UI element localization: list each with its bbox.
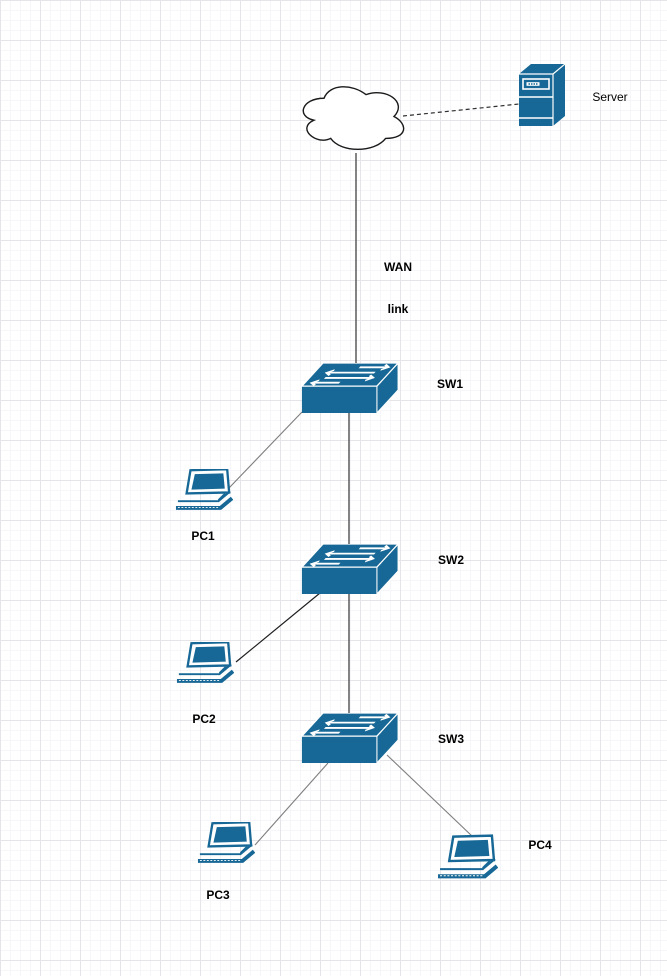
- pc2-label: PC2: [192, 712, 216, 726]
- pc1-label: PC1: [191, 529, 215, 543]
- node-pc4[interactable]: [437, 834, 498, 884]
- sw3-label: SW3: [437, 732, 464, 746]
- node-pc3[interactable]: [197, 822, 255, 867]
- laptop-icon: [438, 834, 498, 879]
- laptop-icon: [175, 469, 233, 510]
- server-icon: [519, 64, 565, 126]
- edge-sw2-pc2[interactable]: [235, 592, 321, 663]
- edge-sw3-pc4[interactable]: [386, 754, 474, 838]
- switch-icon: [300, 363, 399, 413]
- node-wan-cloud[interactable]: [296, 80, 408, 153]
- edge-sw3-pc3[interactable]: [254, 762, 329, 846]
- pc4-label: PC4: [528, 838, 552, 852]
- laptop-icon: [197, 822, 255, 863]
- node-switch-sw3[interactable]: [300, 713, 400, 763]
- edge-cloud-server[interactable]: [402, 103, 520, 117]
- laptop-icon: [176, 642, 234, 683]
- wan-link-label-line1: WAN: [384, 260, 412, 274]
- switch-icon: [300, 544, 399, 594]
- cloud-icon: [302, 86, 405, 150]
- node-pc2[interactable]: [176, 642, 234, 687]
- wan-link-label-line2: link: [387, 302, 409, 316]
- sw1-label: SW1: [436, 377, 463, 391]
- node-switch-sw2[interactable]: [300, 544, 400, 594]
- node-server[interactable]: [519, 64, 565, 126]
- node-switch-sw1[interactable]: [300, 363, 400, 413]
- switch-icon: [300, 713, 399, 763]
- sw2-label: SW2: [437, 553, 464, 567]
- wan-link-label: WAN link: [368, 232, 428, 344]
- edge-sw1-pc1[interactable]: [228, 411, 303, 489]
- pc3-label: PC3: [206, 888, 230, 902]
- server-label: Server: [592, 90, 628, 104]
- node-pc1[interactable]: [175, 469, 233, 514]
